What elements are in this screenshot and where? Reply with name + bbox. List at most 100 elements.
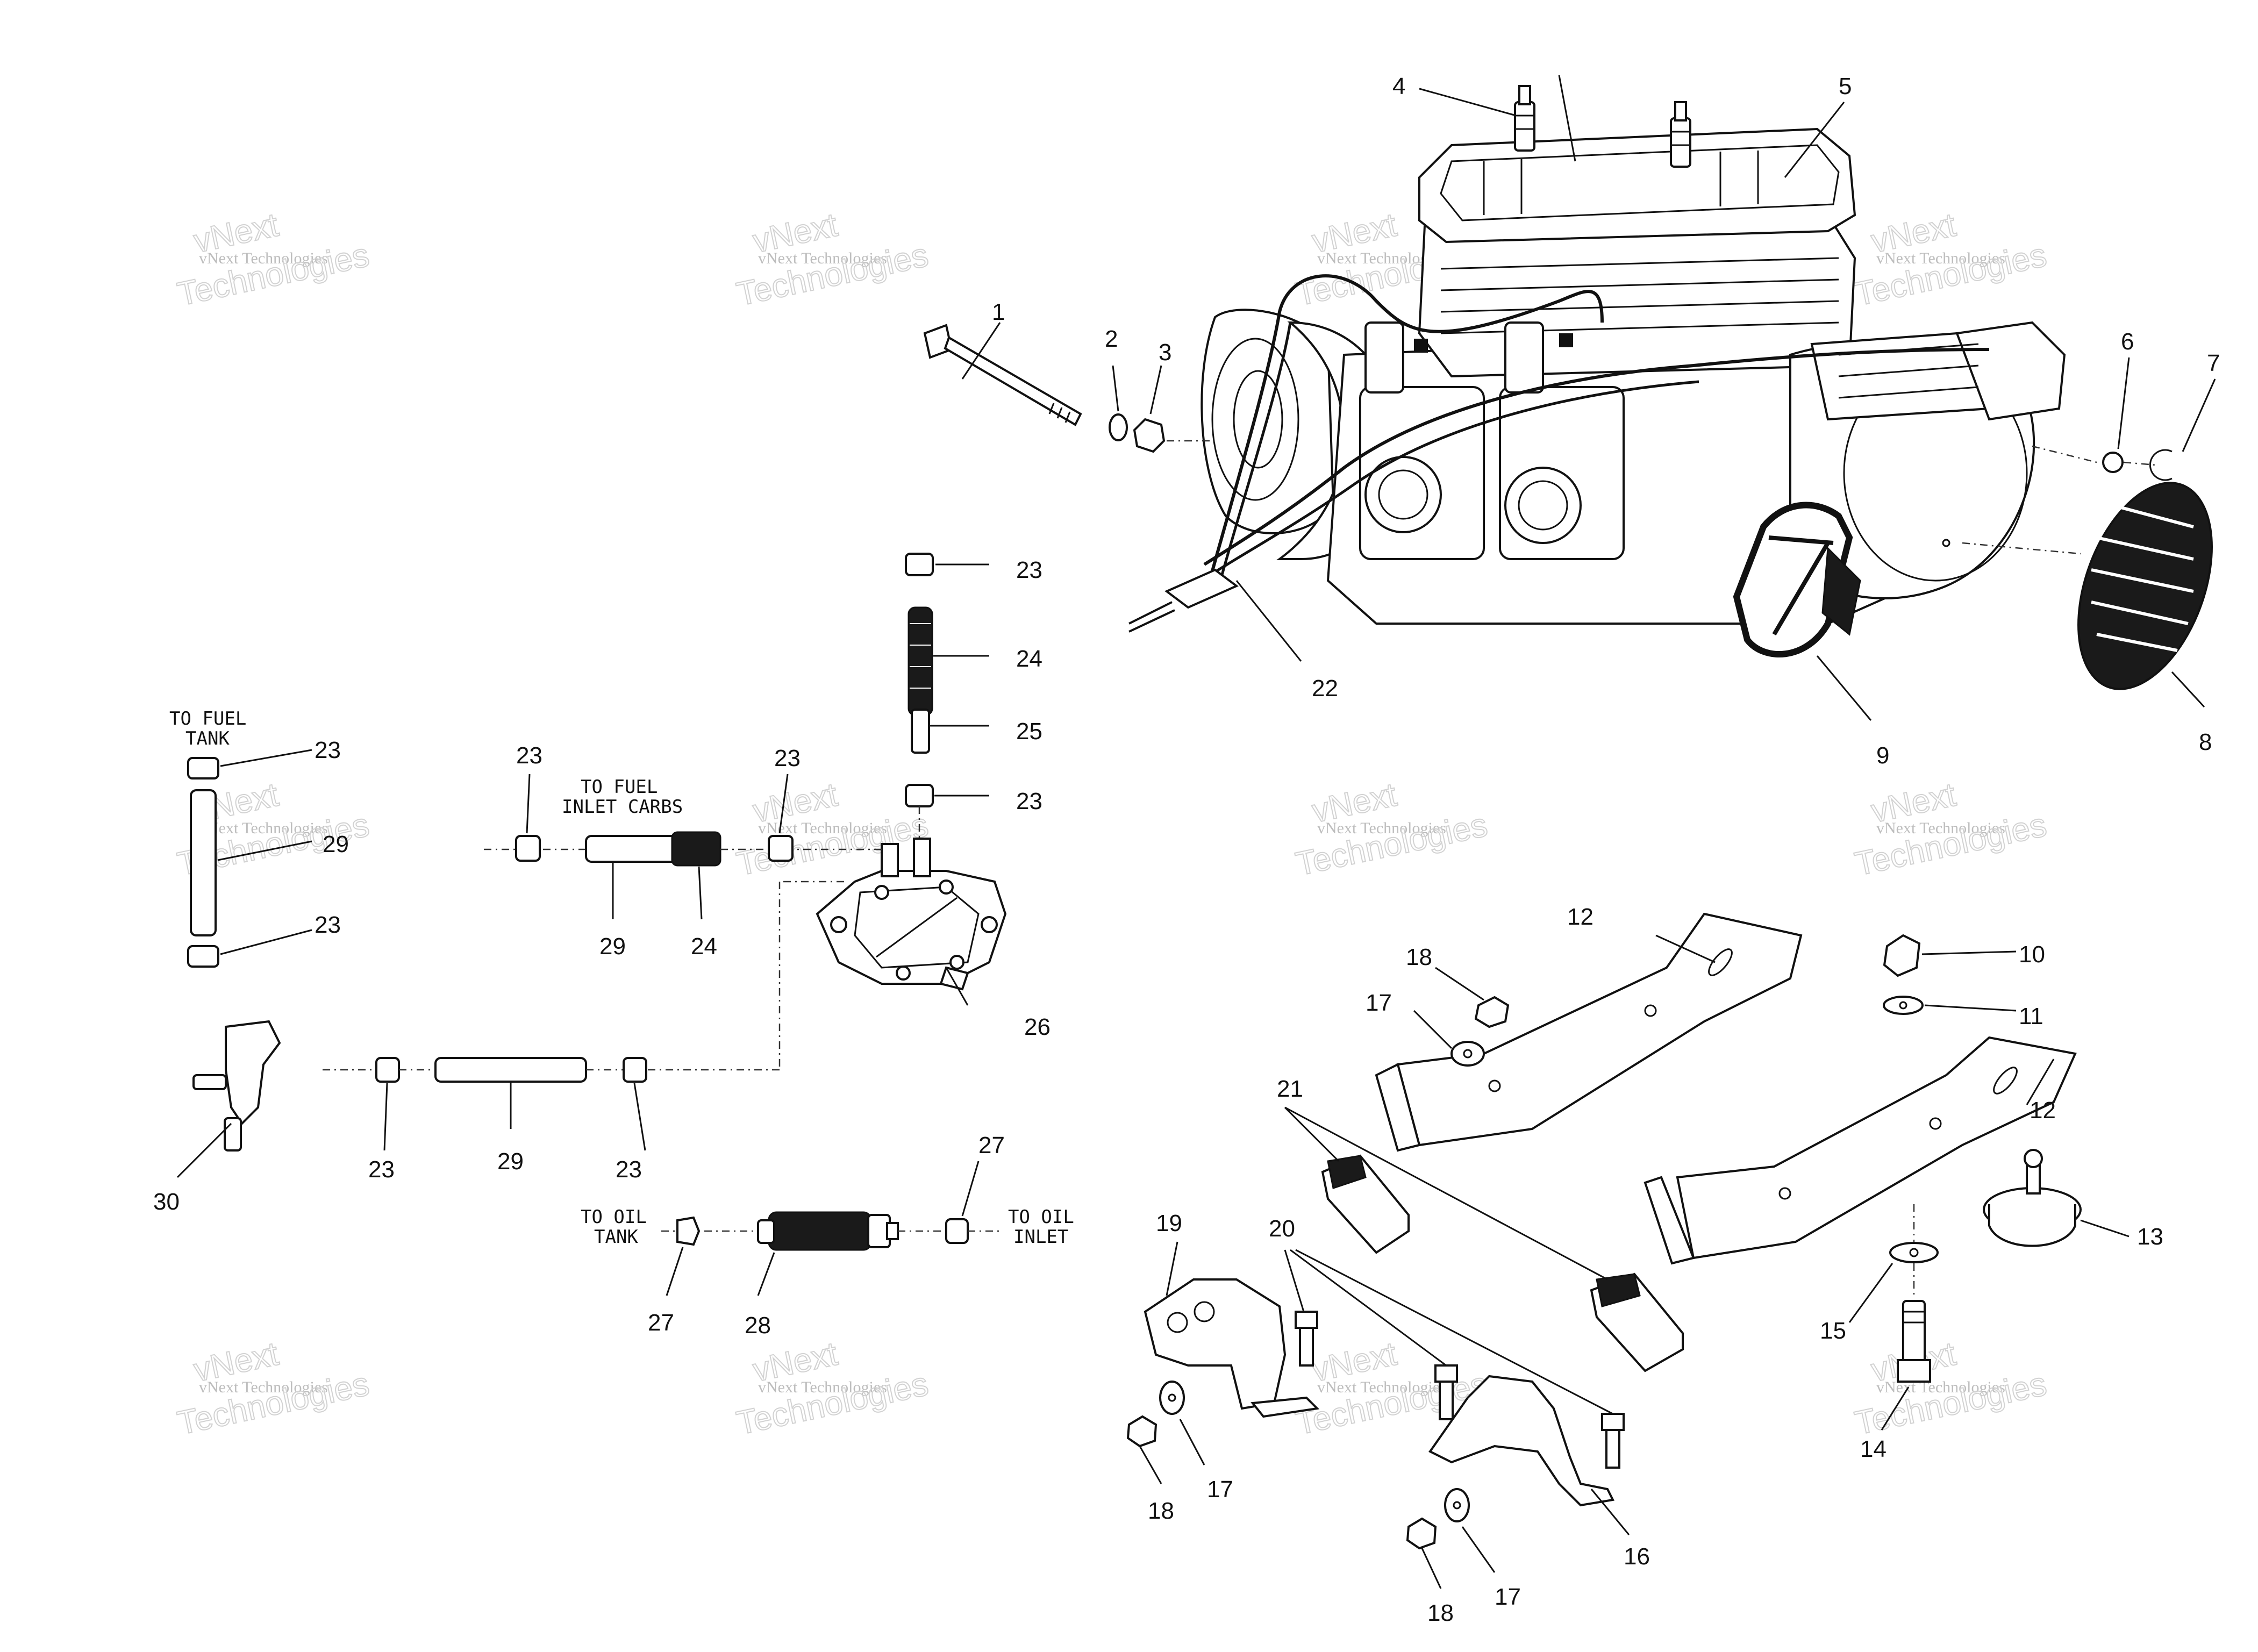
svg-text:vNext Technologies: vNext Technologies: [758, 249, 887, 267]
washer-2: [1109, 413, 1128, 441]
washer-17-bottom: [1444, 1488, 1470, 1522]
callout-8: 8: [2199, 729, 2212, 755]
hose-29-lower: [434, 1057, 587, 1083]
callout-5: 5: [1839, 73, 1852, 99]
svg-text:vNext Technologies: vNext Technologies: [1317, 1378, 1446, 1396]
nut-10: [1883, 934, 1921, 977]
svg-text:vNext Technologies: vNext Technologies: [199, 249, 328, 267]
washer-6: [2102, 452, 2124, 473]
carburetor-right: [1499, 321, 1625, 560]
clamp-23-lower: [905, 784, 934, 807]
callout-23-vert-bottom: 23: [1016, 788, 1042, 814]
note-to-fuel-inlet-line1: TO FUEL: [581, 776, 658, 798]
fuel-valve-30: [225, 1020, 281, 1126]
svg-text:vNext Technologies: vNext Technologies: [1876, 819, 2005, 837]
rubber-mount-21-right: [1590, 1272, 1684, 1372]
callout-19: 19: [1156, 1210, 1182, 1236]
carburetor-left: [1359, 321, 1485, 560]
callout-26: 26: [1024, 1014, 1051, 1040]
callout-18-bottom: 18: [1427, 1600, 1454, 1626]
nut-18-left: [1126, 1415, 1157, 1448]
bolt-20-c: [1601, 1413, 1625, 1469]
callout-29-tank: 29: [323, 831, 349, 857]
mount-bracket-16: [1428, 1375, 1614, 1507]
callout-23-tank-top: 23: [315, 737, 341, 763]
callout-3: 3: [1159, 339, 1171, 366]
rubber-mount-21-left: [1321, 1154, 1410, 1254]
engine-mount-parts: [1126, 912, 2082, 1550]
retaining-clip-7: [2149, 449, 2173, 481]
callout-25: 25: [1016, 718, 1042, 745]
callout-15: 15: [1820, 1318, 1846, 1344]
spark-plug-right: [1670, 101, 1691, 168]
callout-16: 16: [1624, 1543, 1650, 1570]
spark-plug-left: [1514, 85, 1535, 152]
callout-2: 2: [1105, 326, 1118, 352]
fuel-inlet-hose: [484, 831, 794, 867]
callout-18-upper: 18: [1406, 944, 1432, 970]
callout-23-vert-top: 23: [1016, 557, 1042, 583]
fuel-pump-assembly: [645, 553, 1007, 1071]
svg-text:vNext Technologies: vNext Technologies: [1876, 249, 2005, 267]
oil-clamp-27-left: [676, 1216, 701, 1246]
leader-lines: [176, 88, 2216, 1589]
nut-3: [1133, 418, 1166, 453]
fuel-tank-hose: [187, 757, 219, 968]
note-to-oil-inlet-line2: INLET: [1013, 1226, 1068, 1248]
callout-20: 20: [1269, 1215, 1295, 1242]
nut-18-upper: [1474, 996, 1510, 1028]
hose-24-horizontal: [671, 831, 721, 867]
engine-assembly: [1128, 75, 2213, 690]
callout-14: 14: [1860, 1436, 1887, 1462]
callout-labels: 1 2 3 4 5 6 7 8 9 10 11 12 12 13 14 15 1…: [153, 73, 2220, 1626]
callout-30: 30: [153, 1189, 180, 1215]
mount-plate-12-lower: [1676, 1036, 2077, 1260]
note-to-oil-inlet-line1: TO OIL: [1008, 1206, 1074, 1228]
washer-15: [1889, 1242, 1939, 1263]
isolator-13: [1983, 1149, 2082, 1247]
fuel-shutoff-line: [192, 1020, 647, 1152]
callout-6: 6: [2121, 328, 2134, 355]
svg-text:vNext Technologies: vNext Technologies: [199, 819, 328, 837]
routing-notes: TO FUEL TANK TO FUEL INLET CARBS TO OIL …: [169, 708, 1074, 1248]
callout-12-upper: 12: [1567, 904, 1594, 930]
oil-line: [661, 1211, 1000, 1251]
bolt-20-b: [1434, 1364, 1458, 1420]
callout-23-carb-right: 23: [774, 745, 801, 771]
callout-29-lower: 29: [497, 1148, 524, 1175]
bolt-14: [1897, 1300, 1931, 1383]
hose-29-vertical: [190, 789, 217, 936]
nut-18-bottom: [1406, 1517, 1437, 1550]
callout-17-bottom: 17: [1495, 1584, 1521, 1610]
note-to-fuel-tank-line2: TANK: [185, 728, 230, 749]
note-to-oil-tank-line1: TO OIL: [581, 1206, 647, 1228]
callout-9: 9: [1876, 742, 1889, 769]
callout-1: 1: [992, 299, 1005, 325]
engine-bolt-set: [923, 324, 1210, 453]
callout-22: 22: [1312, 675, 1338, 702]
callout-24-vertical: 24: [1016, 646, 1042, 672]
note-to-oil-tank-line2: TANK: [594, 1226, 638, 1248]
callout-29-carb: 29: [599, 933, 626, 960]
callout-23-lower-right: 23: [616, 1156, 642, 1183]
callout-28: 28: [745, 1312, 771, 1339]
note-to-fuel-tank-line1: TO FUEL: [169, 708, 246, 730]
svg-text:vNext Technologies: vNext Technologies: [758, 1378, 887, 1396]
callout-17-left: 17: [1207, 1476, 1233, 1503]
callout-7: 7: [2207, 350, 2220, 376]
washer-17-left: [1159, 1381, 1185, 1415]
wiring-harness: [1203, 348, 1990, 566]
callout-12-lower: 12: [2030, 1097, 2056, 1124]
callout-24-horizontal: 24: [691, 933, 717, 960]
callout-18-left: 18: [1148, 1498, 1174, 1524]
callout-27-right: 27: [978, 1132, 1005, 1158]
callout-4: 4: [1392, 73, 1405, 99]
oil-check-valve-28: [768, 1211, 872, 1251]
callout-23-lower-left: 23: [368, 1156, 395, 1183]
note-to-fuel-inlet-line2: INLET CARBS: [562, 796, 683, 818]
callout-23-tank-bottom: 23: [315, 912, 341, 938]
fitting-25: [911, 709, 930, 754]
callout-21: 21: [1277, 1076, 1303, 1102]
callout-17-upper: 17: [1366, 990, 1392, 1016]
